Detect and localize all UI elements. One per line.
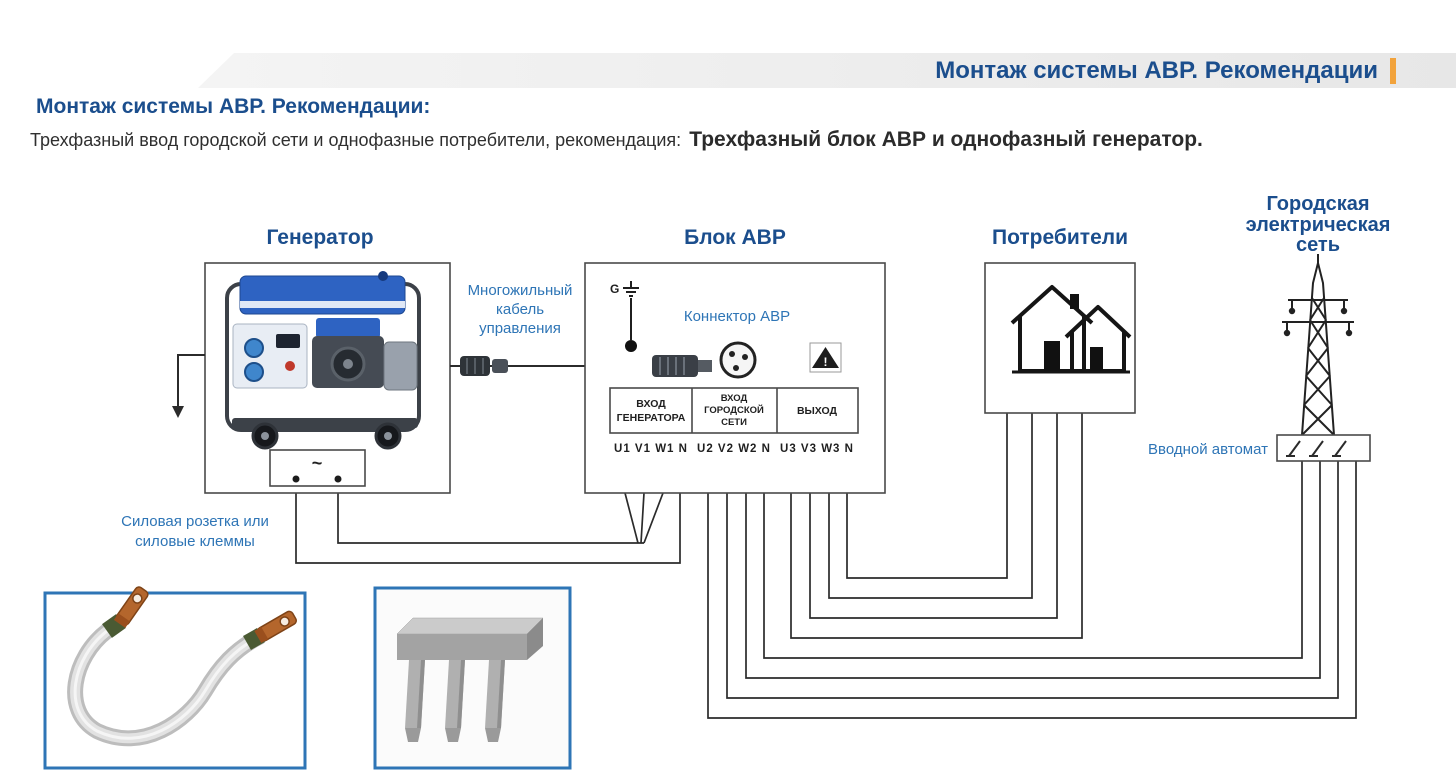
consumers-title: Потребители — [992, 226, 1128, 249]
generator-terminals: ~ — [269, 449, 366, 487]
cable-connector-icon — [460, 356, 508, 376]
g-label: G — [610, 282, 619, 296]
photo-frame — [373, 586, 572, 770]
consumers-section: Потребители — [984, 226, 1136, 414]
terminals-generator: U1 V1 W1 N — [614, 443, 688, 455]
avr-connector-icon — [652, 341, 757, 379]
photo-frame — [43, 591, 307, 770]
cable-label-line3: управления — [479, 320, 561, 337]
city-title-line3: сеть — [1296, 234, 1340, 256]
header-banner: Монтаж системы АВР. Рекомендации — [198, 53, 1456, 88]
power-tower-icon — [1282, 254, 1354, 436]
terminal-dot — [334, 475, 342, 483]
ground-arrow-icon — [172, 354, 205, 418]
wire-generator-neutral — [295, 458, 681, 564]
socket-label-line2: силовые клеммы — [135, 533, 255, 550]
table-col1-line1: ВХОД — [636, 398, 666, 410]
terminal-box — [269, 449, 366, 487]
accent-bar — [1390, 57, 1396, 84]
city-grid-section: Городская электрическая сеть — [1148, 193, 1391, 462]
wire-out-n — [846, 413, 1008, 579]
header-title: Монтаж системы АВР. Рекомендации — [935, 56, 1378, 84]
photo-comb-jumper — [373, 586, 572, 770]
wire-out-u3 — [790, 413, 1083, 639]
input-breaker-label: Вводной автомат — [1148, 441, 1268, 458]
warning-icon: ! — [809, 342, 842, 373]
page-title: Монтаж системы АВР. Рекомендации: — [36, 95, 431, 118]
wires — [295, 413, 1357, 719]
comb-jumper-image — [396, 617, 544, 742]
wire-city-u2 — [707, 458, 1357, 719]
terminals-output: U3 V3 W3 N — [780, 443, 854, 455]
generator-title: Генератор — [266, 226, 373, 249]
table-col2-line1: ВХОД — [721, 393, 748, 404]
generator-section: Генератор — [121, 226, 451, 550]
terminals-city: U2 V2 W2 N — [697, 443, 771, 455]
intro-paragraph: Трехфазный ввод городской сети и однофаз… — [30, 126, 1365, 154]
wire-generator-phase — [337, 479, 644, 544]
cable-jumper-image — [67, 586, 297, 747]
ground-terminal-icon: G — [610, 281, 639, 352]
photo-cable-jumper — [43, 586, 307, 770]
table-frame — [609, 387, 859, 434]
warning-mark: ! — [824, 355, 828, 369]
terminal-dot — [292, 475, 300, 483]
avr-connector-label: Коннектор АВР — [684, 308, 790, 325]
intro-text: Трехфазный ввод городской сети и однофаз… — [30, 130, 682, 150]
table-col2-line2: ГОРОДСКОЙ — [704, 404, 764, 416]
ac-symbol: ~ — [312, 453, 323, 473]
socket-label-line1: Силовая розетка или — [121, 513, 269, 530]
wire-city-n — [763, 458, 1303, 659]
city-title-line2: электрическая — [1246, 214, 1391, 236]
wire-city-w2 — [745, 458, 1321, 679]
avr-terminal-table: ВХОД ГЕНЕРАТОРА ВХОД ГОРОДСКОЙ СЕТИ ВЫХО… — [609, 387, 859, 455]
wire-out-w3 — [828, 413, 1033, 599]
houses-icon — [1010, 285, 1132, 374]
cable-label-line1: Многожильный — [468, 282, 573, 299]
wire-city-v2 — [726, 458, 1339, 699]
table-col2-line3: СЕТИ — [721, 417, 747, 428]
avr-block: Блок АВР G Коннектор АВР — [584, 226, 886, 494]
city-title-line1: Городская — [1266, 193, 1369, 215]
table-col1-line2: ГЕНЕРАТОРА — [617, 412, 686, 424]
breaker-box — [1276, 434, 1371, 462]
intro-text-bold: Трехфазный блок АВР и однофазный генерат… — [689, 128, 1203, 151]
wire-out-v3 — [809, 413, 1058, 619]
cable-label-line2: кабель — [496, 301, 544, 318]
table-col3: ВЫХОД — [797, 405, 838, 417]
header-title-row: Монтаж системы АВР. Рекомендации — [935, 53, 1396, 88]
input-breaker-icon — [1276, 434, 1371, 462]
avr-title: Блок АВР — [684, 226, 786, 249]
generator-image — [225, 271, 421, 450]
wiring-diagram: Генератор — [43, 193, 1391, 770]
consumers-box — [984, 262, 1136, 414]
